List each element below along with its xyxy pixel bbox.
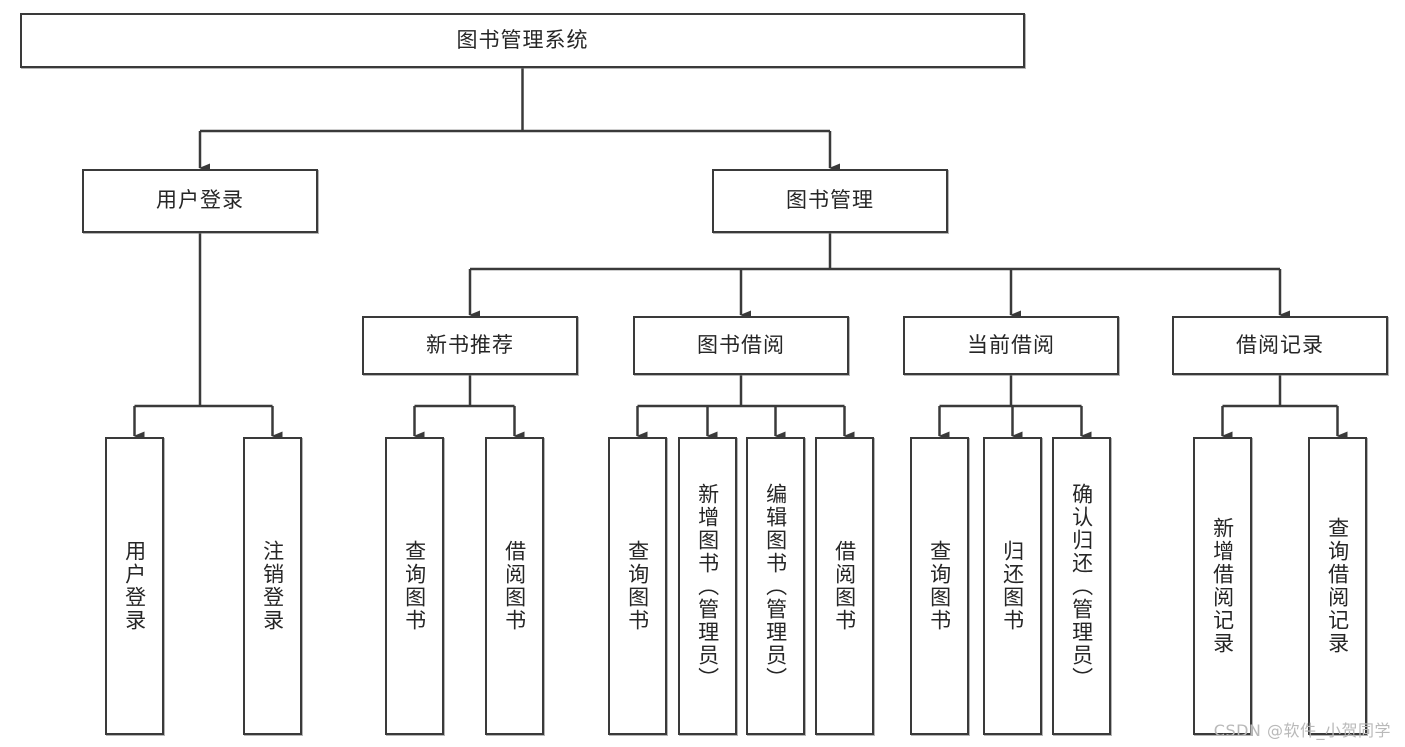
node-l-q3[interactable]: 查询图书 xyxy=(910,437,969,735)
node-label: 归还图书 xyxy=(1000,540,1025,632)
node-label: 借阅图书 xyxy=(502,540,527,632)
node-records[interactable]: 借阅记录 xyxy=(1172,316,1388,375)
node-label: 查询图书 xyxy=(402,540,427,632)
node-label: 新增借阅记录 xyxy=(1210,517,1235,655)
node-label: 新书推荐 xyxy=(426,332,514,357)
node-l-login[interactable]: 用户登录 xyxy=(105,437,164,735)
node-newrec[interactable]: 新书推荐 xyxy=(362,316,578,375)
node-l-ret[interactable]: 归还图书 xyxy=(983,437,1042,735)
node-label: 图书借阅 xyxy=(697,332,785,357)
node-l-q2[interactable]: 查询图书 xyxy=(608,437,667,735)
node-label: 查询图书 xyxy=(625,540,650,632)
node-label: 用户登录 xyxy=(122,540,147,632)
node-label: 查询图书 xyxy=(927,540,952,632)
node-label: 新增图书（管理员） xyxy=(695,482,720,690)
node-label: 用户登录 xyxy=(156,188,244,213)
node-label: 编辑图书（管理员） xyxy=(763,482,788,690)
node-current[interactable]: 当前借阅 xyxy=(903,316,1119,375)
node-l-b1[interactable]: 借阅图书 xyxy=(485,437,544,735)
node-label: 图书管理 xyxy=(786,188,874,213)
node-root[interactable]: 图书管理系统 xyxy=(20,13,1025,68)
node-l-add[interactable]: 新增图书（管理员） xyxy=(678,437,737,735)
node-label: 查询借阅记录 xyxy=(1325,517,1350,655)
node-label: 借阅图书 xyxy=(832,540,857,632)
node-borrow[interactable]: 图书借阅 xyxy=(633,316,849,375)
node-bookmgmt[interactable]: 图书管理 xyxy=(712,169,948,233)
node-label: 注销登录 xyxy=(260,540,285,632)
node-label: 确认归还（管理员） xyxy=(1069,482,1094,690)
node-label: 借阅记录 xyxy=(1236,332,1324,357)
node-l-addrec[interactable]: 新增借阅记录 xyxy=(1193,437,1252,735)
node-l-confirm[interactable]: 确认归还（管理员） xyxy=(1052,437,1111,735)
node-l-q1[interactable]: 查询图书 xyxy=(385,437,444,735)
node-label: 当前借阅 xyxy=(967,332,1055,357)
node-l-b2[interactable]: 借阅图书 xyxy=(815,437,874,735)
node-l-qrec[interactable]: 查询借阅记录 xyxy=(1308,437,1367,735)
node-label: 图书管理系统 xyxy=(456,27,589,52)
node-l-edit[interactable]: 编辑图书（管理员） xyxy=(746,437,805,735)
node-login[interactable]: 用户登录 xyxy=(82,169,318,233)
csdn-watermark: CSDN @软件_小贺同学 xyxy=(1213,721,1391,740)
node-l-logout[interactable]: 注销登录 xyxy=(243,437,302,735)
connector-edges xyxy=(133,68,1348,441)
